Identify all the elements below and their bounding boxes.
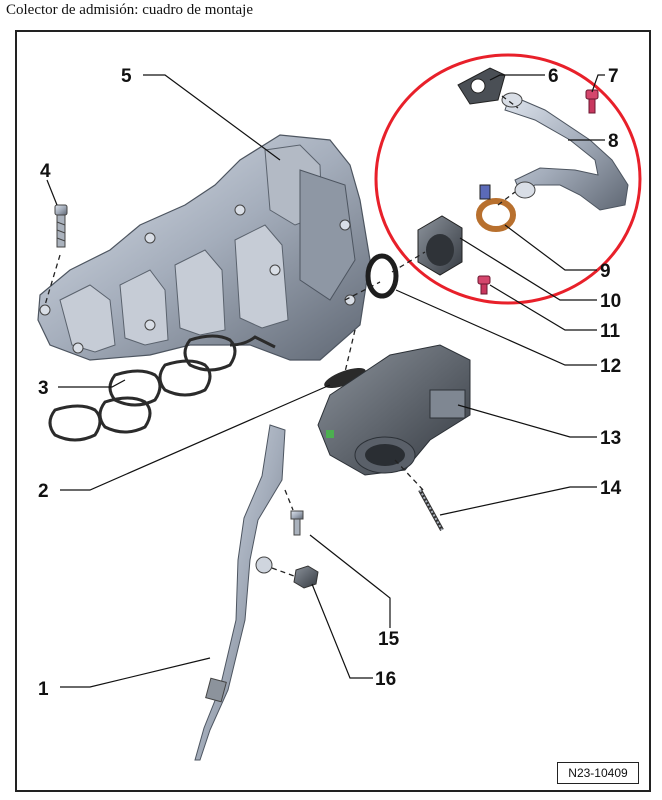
part-screw-11 (477, 275, 491, 295)
label-8: 8 (608, 131, 619, 152)
label-13: 13 (600, 428, 621, 449)
page-title: Colector de admisión: cuadro de montaje (6, 2, 254, 18)
reference-code: N23-10409 (557, 762, 639, 784)
label-14: 14 (600, 478, 622, 499)
label-11: 11 (600, 321, 621, 342)
part-clamp-9 (476, 184, 516, 232)
leader-lines (46, 74, 605, 688)
part-bolt-4 (54, 204, 68, 248)
label-6: 6 (548, 66, 559, 87)
label-12: 12 (600, 356, 621, 377)
label-15: 15 (378, 629, 400, 650)
part-egr-valve-part (417, 215, 463, 276)
label-7: 7 (608, 66, 619, 87)
part-intake-manifold (37, 134, 371, 361)
part-gasket-6 (457, 67, 506, 105)
label-9: 9 (600, 261, 611, 282)
label-3: 3 (38, 378, 49, 399)
part-throttle-body (317, 344, 471, 476)
part-nut-16 (293, 565, 319, 589)
label-2: 2 (38, 481, 49, 502)
diagram-frame (15, 30, 651, 792)
label-5: 5 (121, 66, 132, 87)
highlight-circle (374, 53, 642, 305)
label-10: 10 (600, 291, 621, 312)
part-bolt-14 (418, 489, 444, 531)
part-bolt-7 (585, 89, 599, 114)
label-1: 1 (38, 679, 49, 700)
callout-numbers: 1 2 3 4 5 6 7 8 9 10 11 12 13 14 15 16 (38, 66, 622, 700)
part-seal-2 (324, 368, 366, 388)
part-screw-15 (290, 510, 304, 536)
part-dipstick-tube (194, 424, 286, 761)
part-manifold-gasket (48, 334, 276, 442)
label-4: 4 (40, 161, 51, 182)
part-o-ring-12 (365, 253, 399, 299)
part-egr-pipe (501, 92, 629, 211)
assembly-lines (44, 95, 519, 577)
label-16: 16 (375, 669, 396, 690)
egr-assembly (417, 67, 629, 295)
